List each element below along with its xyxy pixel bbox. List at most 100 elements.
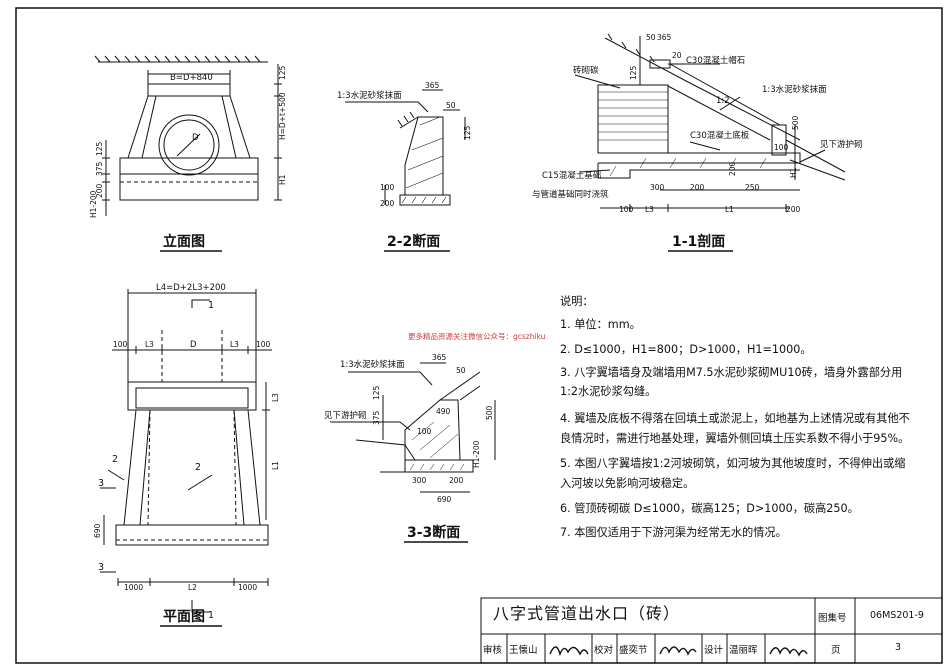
note-line-2: 2. D≤1000，H1=800；D>1000，H1=1000。 bbox=[560, 343, 812, 356]
s22-mortar-label: 1:3水泥砂浆抹面 bbox=[337, 90, 402, 101]
note-line-5b: 入河坡以免影响河坡稳定。 bbox=[560, 477, 695, 490]
note-line-3: 3. 八字翼墙墙身及端墙用M7.5水泥砂浆砌MU10砖，墙身外露部分用 bbox=[560, 366, 903, 379]
s11-l3: L3 bbox=[645, 205, 654, 214]
watermark: 更多精品资源关注微信公众号：gcszhiku bbox=[408, 332, 546, 341]
s33-dim-690: 690 bbox=[437, 495, 452, 504]
s11-dim-h1: H1 bbox=[789, 167, 798, 178]
s11-mortar: 1:3水泥砂浆抹面 bbox=[762, 84, 827, 95]
s11-c30-cap: C30混凝土帽石 bbox=[686, 55, 745, 66]
s11-dim-200a: 200 bbox=[728, 161, 737, 176]
s11-dim-125: 125 bbox=[629, 65, 638, 80]
note-line-4b: 良情况时，需进行地基处理，翼墙外侧回填土压实系数不得小于95%。 bbox=[560, 432, 910, 445]
plan-mark-2-right: 2 bbox=[195, 462, 201, 473]
s11-dim-200c: 200 bbox=[786, 205, 801, 214]
s11-dim-100a: 100 bbox=[774, 143, 789, 152]
note-line-4: 4. 翼墙及底板不得落在回填土或淤泥上，如地基为上述情况或有其他不 bbox=[560, 412, 910, 425]
sheet-border bbox=[15, 7, 943, 664]
plan-view bbox=[100, 289, 272, 613]
s22-dim-125: 125 bbox=[463, 125, 472, 140]
dim-h1: H1 bbox=[278, 174, 287, 185]
dim-h-total: H=D+t+500 bbox=[278, 92, 287, 140]
dim-pipe-d: D bbox=[192, 133, 199, 143]
plan-dim-100-left: 100 bbox=[113, 340, 128, 349]
s11-dim-250: 250 bbox=[745, 183, 760, 192]
dim-top-125: 125 bbox=[278, 65, 287, 80]
plan-dim-d: D bbox=[190, 340, 197, 350]
design-label: 设计 bbox=[704, 645, 724, 656]
s11-dim-100b: 100 bbox=[619, 205, 634, 214]
caption-section-1-1: 1-1剖面 bbox=[672, 233, 725, 250]
plan-dim-l3-right: L3 bbox=[230, 340, 239, 349]
s11-dim-50: 50 bbox=[646, 33, 656, 42]
s11-l1: L1 bbox=[725, 205, 734, 214]
s11-c15: C15混凝土基础 bbox=[542, 170, 601, 181]
s33-dim-500: 500 bbox=[485, 405, 494, 420]
s11-dim-500: 500 bbox=[791, 115, 800, 130]
section-1-1-view bbox=[574, 33, 846, 212]
s22-dim-50: 50 bbox=[446, 101, 456, 110]
section-2-2-view bbox=[345, 89, 466, 206]
s11-see-protect: 见下游护砌 bbox=[820, 139, 863, 150]
atlas-number: 06MS201-9 bbox=[870, 610, 924, 621]
atlas-label: 图集号 bbox=[818, 613, 847, 624]
dim-left-h1: H1-200 bbox=[89, 190, 98, 218]
s33-see-protect: 见下游护砌 bbox=[324, 410, 367, 421]
dim-width-b: B=D+840 bbox=[170, 73, 213, 83]
plan-dim-l2: L2 bbox=[188, 583, 197, 592]
s33-mortar: 1:3水泥砂浆抹面 bbox=[340, 359, 405, 370]
plan-dim-l3-left: L3 bbox=[145, 340, 154, 349]
note-line-3b: 1:2水泥砂浆勾缝。 bbox=[560, 385, 657, 398]
s11-dim-200b: 200 bbox=[690, 183, 705, 192]
plan-mark-3-bottom: 3 bbox=[98, 562, 104, 573]
caption-elevation: 立面图 bbox=[163, 233, 205, 250]
plan-dim-100-right: 100 bbox=[256, 340, 271, 349]
design-name: 温丽晖 bbox=[729, 645, 758, 656]
s11-pour: 与管道基础同时浇筑 bbox=[532, 189, 609, 200]
s11-dim-20: 20 bbox=[672, 51, 682, 60]
s33-dim-490: 490 bbox=[436, 407, 451, 416]
notes-heading: 说明： bbox=[560, 295, 594, 308]
plan-dim-l1-vert: L1 bbox=[271, 461, 280, 470]
plan-dim-1000-right: 1000 bbox=[238, 583, 257, 592]
s33-dim-375: 375 bbox=[372, 410, 381, 425]
note-line-7: 7. 本图仅适用于下游河渠为经常无水的情况。 bbox=[560, 526, 787, 539]
s22-dim-200: 200 bbox=[380, 199, 395, 208]
title-block-grid bbox=[480, 597, 943, 664]
plan-dim-1000-left: 1000 bbox=[124, 583, 143, 592]
s11-dim-300: 300 bbox=[650, 183, 665, 192]
s33-dim-365: 365 bbox=[432, 353, 447, 362]
note-line-5: 5. 本图八字翼墙按1:2河坡砌筑，如河坡为其他坡度时，不得伸出或缩 bbox=[560, 457, 906, 470]
s33-dim-50: 50 bbox=[456, 366, 466, 375]
signature-marks bbox=[549, 646, 808, 657]
s11-slope: 1:2 bbox=[716, 96, 730, 106]
s11-brick-cap: 砖砌碳 bbox=[573, 65, 599, 76]
s33-dim-100: 100 bbox=[417, 427, 432, 436]
caption-section-2-2: 2-2断面 bbox=[387, 233, 440, 250]
plan-mark-1-top: 1 bbox=[208, 300, 214, 311]
caption-section-3-3: 3-3断面 bbox=[407, 524, 460, 541]
check-label: 校对 bbox=[594, 645, 614, 656]
plan-dim-l3-vert: L3 bbox=[271, 393, 280, 402]
check-name: 盛奕节 bbox=[619, 645, 648, 656]
dim-left-375: 375 bbox=[95, 161, 104, 176]
note-line-1: 1. 单位：mm。 bbox=[560, 318, 641, 331]
s22-dim-100: 100 bbox=[380, 183, 395, 192]
dim-left-125: 125 bbox=[95, 141, 104, 156]
page-label: 页 bbox=[831, 645, 841, 656]
s33-dim-h1: H1-200 bbox=[472, 440, 481, 468]
review-name: 王懐山 bbox=[509, 645, 538, 656]
review-label: 审核 bbox=[483, 645, 503, 656]
section-3-3-view bbox=[330, 362, 496, 493]
s11-dim-365: 365 bbox=[657, 33, 672, 42]
page-number: 3 bbox=[895, 642, 902, 653]
s33-dim-125: 125 bbox=[372, 385, 381, 400]
s33-dim-300: 300 bbox=[412, 476, 427, 485]
caption-plan: 平面图 bbox=[163, 609, 205, 625]
plan-dim-l4: L4=D+2L3+200 bbox=[156, 283, 226, 293]
s22-dim-365: 365 bbox=[425, 81, 440, 90]
elevation-view bbox=[94, 55, 282, 216]
s11-c30-base: C30混凝土底板 bbox=[690, 130, 750, 141]
plan-mark-3-top: 3 bbox=[98, 478, 104, 489]
dim-left-200: 200 bbox=[95, 183, 104, 198]
